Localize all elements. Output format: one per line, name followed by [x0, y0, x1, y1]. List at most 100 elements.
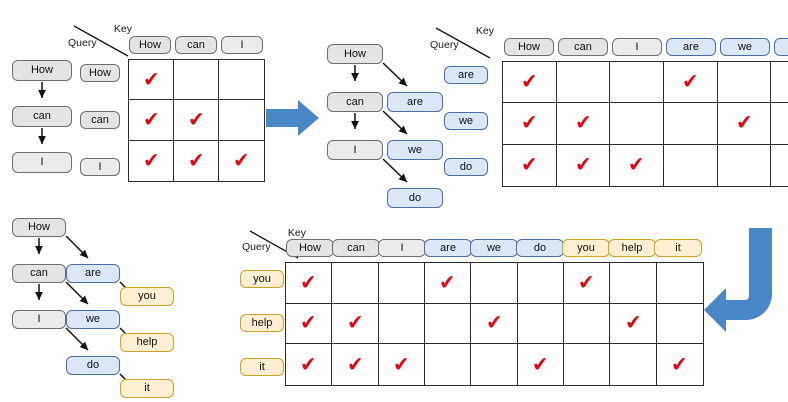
col-header-we: we [470, 239, 518, 257]
tree-node-how: How [12, 60, 72, 81]
matrix-cell: ✔ [129, 140, 174, 181]
tree-node-you: you [120, 287, 174, 306]
col-header-i: I [612, 38, 662, 56]
arrow-right-icon [266, 100, 319, 136]
matrix-cell: ✔ [332, 303, 379, 345]
col-header-it: it [654, 239, 702, 257]
matrix-cell: ✔ [557, 144, 611, 186]
check-icon: ✔ [141, 147, 161, 173]
check-icon: ✔ [438, 269, 457, 295]
key-axis-label: Key [475, 25, 494, 37]
matrix-cell: ✔ [174, 140, 219, 181]
col-header-i: I [221, 36, 263, 54]
matrix-cell [664, 144, 718, 186]
matrix-cell [718, 144, 772, 186]
check-icon: ✔ [299, 351, 318, 377]
row-header-can: can [80, 111, 120, 129]
check-icon: ✔ [734, 109, 754, 136]
check-icon: ✔ [141, 106, 161, 132]
matrix-cell [610, 62, 664, 104]
matrix-cell: ✔ [503, 144, 557, 186]
matrix-step-3: Key Query How can I are we do you help i… [240, 226, 714, 394]
arrow-wrap-down-left-icon [704, 228, 772, 332]
matrix-cell [174, 60, 219, 101]
tree-node-i: I [327, 140, 383, 160]
matrix-cell [610, 103, 664, 145]
matrix-cell: ✔ [503, 62, 557, 104]
check-icon: ✔ [573, 151, 593, 177]
bottom-left-tree: How can I are we do you help it [10, 218, 180, 398]
top-left-tree: How can I [8, 60, 88, 175]
matrix-cell: ✔ [610, 144, 664, 186]
col-header-how: How [504, 38, 554, 56]
tree-node-are: are [387, 92, 443, 112]
check-icon: ✔ [484, 309, 504, 336]
key-query-divider [435, 27, 491, 59]
matrix-cell: ✔ [286, 263, 333, 304]
matrix-cell [656, 304, 703, 345]
check-icon: ✔ [392, 351, 411, 377]
check-icon: ✔ [627, 151, 646, 177]
check-icon: ✔ [520, 68, 539, 94]
key-query-divider [73, 25, 129, 57]
row-header-help: help [240, 314, 284, 332]
matrix-step-1: Key Query How can I How can I ✔✔✔✔✔✔ [68, 22, 270, 187]
tree-node-do: do [387, 188, 443, 208]
matrix-cell: ✔ [286, 303, 333, 345]
matrix-cell: ✔ [379, 344, 425, 385]
tree-node-can: can [327, 92, 383, 112]
matrix-cell [332, 263, 379, 304]
matrix-cell [664, 103, 718, 145]
check-icon: ✔ [299, 269, 318, 295]
matrix-cell: ✔ [332, 344, 379, 385]
matrix-cell [425, 344, 472, 385]
col-header-can: can [332, 239, 380, 257]
key-axis-label: Key [113, 23, 132, 35]
matrix-cell [717, 62, 772, 104]
tree-node-can: can [12, 106, 72, 127]
tree-node-we: we [387, 140, 443, 160]
col-header-are: are [666, 38, 716, 56]
matrix-cell: ✔ [610, 303, 657, 345]
matrix-cell: ✔ [563, 263, 611, 304]
query-axis-label: Query [68, 37, 97, 49]
tree-node-how: How [327, 44, 383, 64]
check-icon: ✔ [186, 106, 206, 132]
matrix-cell: ✔ [471, 303, 518, 345]
col-header-help: help [608, 239, 656, 257]
matrix-cell [517, 263, 564, 304]
check-icon: ✔ [520, 151, 539, 177]
matrix-cell [424, 303, 472, 345]
matrix-cell [471, 344, 518, 385]
query-axis-label: Query [430, 39, 459, 51]
matrix-grid-step-1: ✔✔✔✔✔✔ [128, 59, 265, 182]
col-header-can: can [175, 36, 217, 54]
matrix-cell: ✔ [129, 60, 174, 101]
matrix-cell [219, 100, 264, 141]
matrix-cell: ✔ [424, 263, 472, 304]
matrix-cell: ✔ [771, 145, 788, 186]
matrix-cell: ✔ [129, 100, 174, 141]
matrix-cell: ✔ [657, 344, 703, 385]
matrix-cell [564, 344, 611, 385]
top-middle-tree: How can I are we do [325, 44, 445, 208]
matrix-grid-step-3: ✔✔✔✔✔✔✔✔✔✔✔✔ [285, 262, 704, 386]
key-query-corner: Key Query [68, 23, 132, 60]
col-header-how: How [286, 239, 334, 257]
matrix-cell [610, 344, 657, 385]
check-icon: ✔ [345, 309, 365, 336]
query-axis-label: Query [242, 241, 271, 253]
col-header-do: do [516, 239, 564, 257]
col-header-do: do [774, 38, 788, 56]
check-icon: ✔ [577, 269, 596, 295]
tree-node-help: help [120, 333, 174, 352]
matrix-step-2: Key Query How can I are we do are we do … [430, 22, 788, 192]
check-icon: ✔ [681, 68, 700, 94]
key-query-corner: Key Query [430, 25, 494, 62]
tree-node-it: it [120, 379, 174, 398]
check-icon: ✔ [299, 309, 318, 336]
arrow-right-step [266, 98, 320, 143]
arrow-wrap-step [704, 228, 784, 353]
matrix-cell [556, 62, 611, 104]
